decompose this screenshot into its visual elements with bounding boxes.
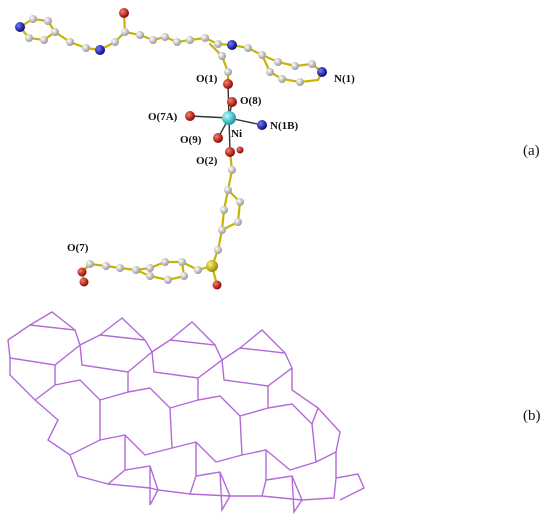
panel-a-structure: N(1) O(1) O(8) O(7A) Ni N(1B) O(9) O(2) … xyxy=(15,8,540,290)
atom-carbon xyxy=(102,262,110,270)
atom-carbon xyxy=(186,36,194,44)
atom-carbon xyxy=(180,272,188,280)
atom-carbon xyxy=(136,31,144,39)
atom-nitrogen xyxy=(227,40,237,50)
atom-oxygen xyxy=(225,147,235,157)
atom-carbon xyxy=(111,38,119,46)
atom-carbon xyxy=(201,34,209,42)
atom-oxygen xyxy=(212,280,222,290)
label-n1b: N(1B) xyxy=(270,120,298,132)
atom-oxygen xyxy=(79,277,89,287)
atom-carbon xyxy=(66,38,74,46)
atom-carbon xyxy=(218,226,226,234)
atom-nitrogen xyxy=(317,67,327,77)
atom-carbon xyxy=(274,58,282,66)
atoms xyxy=(15,8,327,290)
atom-carbon xyxy=(121,28,129,36)
atom-oxygen xyxy=(227,97,237,107)
atom-carbon xyxy=(149,36,157,44)
atom-carbon xyxy=(214,246,222,254)
atom-carbon xyxy=(266,68,274,76)
atom-carbon xyxy=(214,40,222,48)
atom-carbon xyxy=(224,186,232,194)
panel-b-network: (b) xyxy=(7,311,541,515)
label-o9: O(9) xyxy=(180,134,202,146)
panel-label-b: (b) xyxy=(523,408,541,424)
atom-carbon xyxy=(244,44,252,52)
atom-oxygen xyxy=(213,133,223,143)
label-o1: O(1) xyxy=(196,73,218,85)
atom-carbon xyxy=(224,68,232,76)
atom-carbon xyxy=(164,276,172,284)
atom-carbon xyxy=(234,218,242,226)
atom-carbon xyxy=(308,60,316,68)
atom-carbon xyxy=(25,34,33,42)
atom-carbon xyxy=(132,266,140,274)
label-n1: N(1) xyxy=(334,73,355,85)
atom-carbon xyxy=(146,264,154,272)
atom-carbon xyxy=(218,52,226,60)
atom-carbon xyxy=(236,198,244,206)
label-o7a: O(7A) xyxy=(148,111,178,123)
atom-carbon xyxy=(40,36,48,44)
atom-carbon xyxy=(44,17,52,25)
atom-nickel xyxy=(222,111,236,125)
atom-sulfur xyxy=(206,260,218,272)
atom-carbon xyxy=(29,15,37,23)
atom-nitrogen xyxy=(95,45,105,55)
atom-oxygen xyxy=(236,146,244,154)
label-o8: O(8) xyxy=(240,95,262,107)
atom-carbon xyxy=(296,78,304,86)
atom-carbon xyxy=(291,62,299,70)
label-o7: O(7) xyxy=(67,242,89,254)
hexagonal-network xyxy=(7,311,365,515)
panel-label-a: (a) xyxy=(523,143,540,159)
atom-carbon xyxy=(51,28,59,36)
atom-carbon xyxy=(258,51,266,59)
atom-carbon xyxy=(228,166,236,174)
atom-carbon xyxy=(116,264,124,272)
label-o2: O(2) xyxy=(196,155,218,167)
bonds xyxy=(18,11,324,287)
atom-carbon xyxy=(173,38,181,46)
atom-oxygen xyxy=(185,111,195,121)
atom-carbon xyxy=(161,258,169,266)
atom-carbon xyxy=(86,260,94,268)
atom-labels: N(1) O(1) O(8) O(7A) Ni N(1B) O(9) O(2) … xyxy=(67,73,355,254)
atom-carbon xyxy=(278,75,286,83)
atom-oxygen xyxy=(223,79,233,89)
atom-nitrogen xyxy=(15,22,25,32)
atom-carbon xyxy=(82,44,90,52)
atom-oxygen xyxy=(77,267,87,277)
atom-carbon xyxy=(194,266,202,274)
atom-carbon xyxy=(220,206,228,214)
atom-nitrogen xyxy=(257,120,267,130)
atom-carbon xyxy=(146,272,154,280)
atom-carbon xyxy=(178,258,186,266)
atom-carbon xyxy=(161,33,169,41)
atom-oxygen xyxy=(119,8,129,18)
label-ni: Ni xyxy=(231,128,242,140)
